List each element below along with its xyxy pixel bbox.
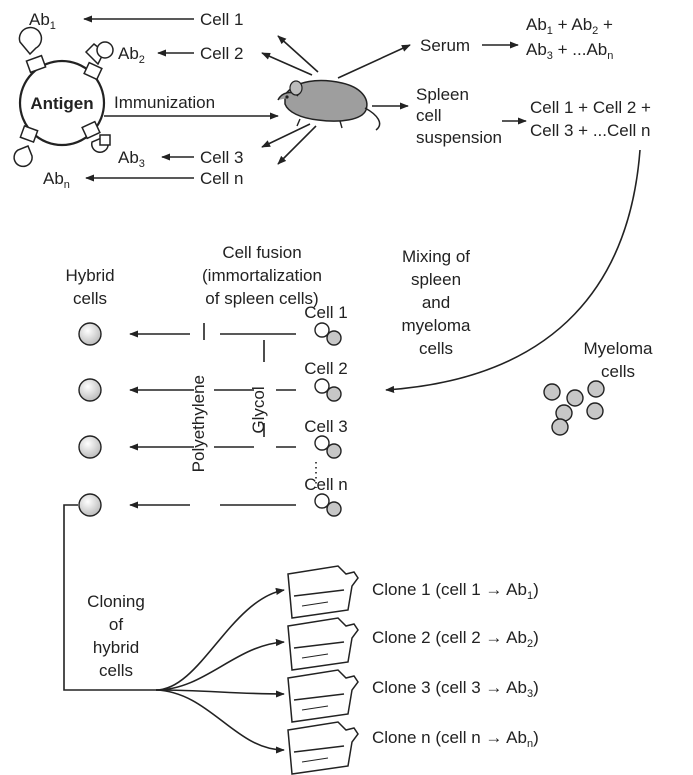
hybrid-cells — [79, 323, 101, 516]
mouse-to-celln-arrow — [278, 126, 316, 164]
fusion-celln-label: Cell n — [304, 475, 347, 494]
clonen-label: Clone n (cell n → Abn) — [372, 728, 539, 750]
mixing-label-line3: and — [422, 293, 450, 312]
serum-result-line2: Ab3 + ...Abn — [526, 40, 613, 62]
spleen-result-line1: Cell 1 + Cell 2 + — [530, 98, 651, 117]
fusion-cell2-label: Cell 2 — [304, 359, 347, 378]
top-cell2-label: Cell 2 — [200, 44, 243, 63]
hybrid-label-line2: cells — [73, 289, 107, 308]
immunization-label: Immunization — [114, 93, 215, 112]
clone2-label: Clone 2 (cell 2 → Ab2) — [372, 628, 539, 650]
mouse-to-cell3-arrow — [262, 124, 310, 147]
clone1-arrow — [156, 590, 284, 690]
peg-label-glycol: Glycol — [249, 386, 268, 433]
serum-result-line1: Ab1 + Ab2 + — [526, 15, 613, 37]
fusion-title-line3: of spleen cells) — [205, 289, 318, 308]
hybrid-label-line1: Hybrid — [65, 266, 114, 285]
cloning-label-line4: cells — [99, 661, 133, 680]
ab3-label: Ab3 — [118, 148, 145, 170]
serum-label: Serum — [420, 36, 470, 55]
peg-label-poly: Polyethylene — [189, 375, 208, 472]
top-cell3-label: Cell 3 — [200, 148, 243, 167]
fusion-cell1-label: Cell 1 — [304, 303, 347, 322]
myeloma-label-line2: cells — [601, 362, 635, 381]
spleen-label-line1: Spleen — [416, 85, 469, 104]
clone1-label: Clone 1 (cell 1 → Ab1) — [372, 580, 539, 602]
cloning-label-line2: of — [109, 615, 123, 634]
abn-label: Abn — [43, 169, 70, 191]
mouse-to-cell2-arrow — [262, 53, 312, 75]
clonen-arrow — [156, 690, 284, 750]
ab1-label: Ab1 — [29, 10, 56, 32]
spleen-result-line2: Cell 3 + ...Cell n — [530, 121, 650, 140]
cloning-label-line1: Cloning — [87, 592, 145, 611]
culture-flasks — [288, 566, 358, 774]
top-celln-label: Cell n — [200, 169, 243, 188]
myeloma-cells — [544, 381, 604, 435]
antigen-group: Antigen — [14, 28, 113, 167]
spleen-label-line2: cell — [416, 106, 442, 125]
clone3-label: Clone 3 (cell 3 → Ab3) — [372, 678, 539, 700]
mixing-label-line1: Mixing of — [402, 247, 470, 266]
fusion-title-line1: Cell fusion — [222, 243, 301, 262]
mouse-icon — [278, 81, 380, 130]
ab2-label: Ab2 — [118, 44, 145, 66]
fusion-title-line2: (immortalization — [202, 266, 322, 285]
antigen-label: Antigen — [30, 94, 93, 113]
cloning-label-line3: hybrid — [93, 638, 139, 657]
spleen-label-line3: suspension — [416, 128, 502, 147]
mixing-label-line4: myeloma — [402, 316, 472, 335]
mouse-to-cell1-arrow — [278, 36, 318, 72]
mouse-to-serum-arrow — [338, 45, 410, 78]
fusion-cell3-label: Cell 3 — [304, 417, 347, 436]
mixing-label-line5: cells — [419, 339, 453, 358]
clone2-arrow — [156, 642, 284, 690]
myeloma-label-line1: Myeloma — [584, 339, 654, 358]
top-cell1-label: Cell 1 — [200, 10, 243, 29]
mixing-label-line2: spleen — [411, 270, 461, 289]
